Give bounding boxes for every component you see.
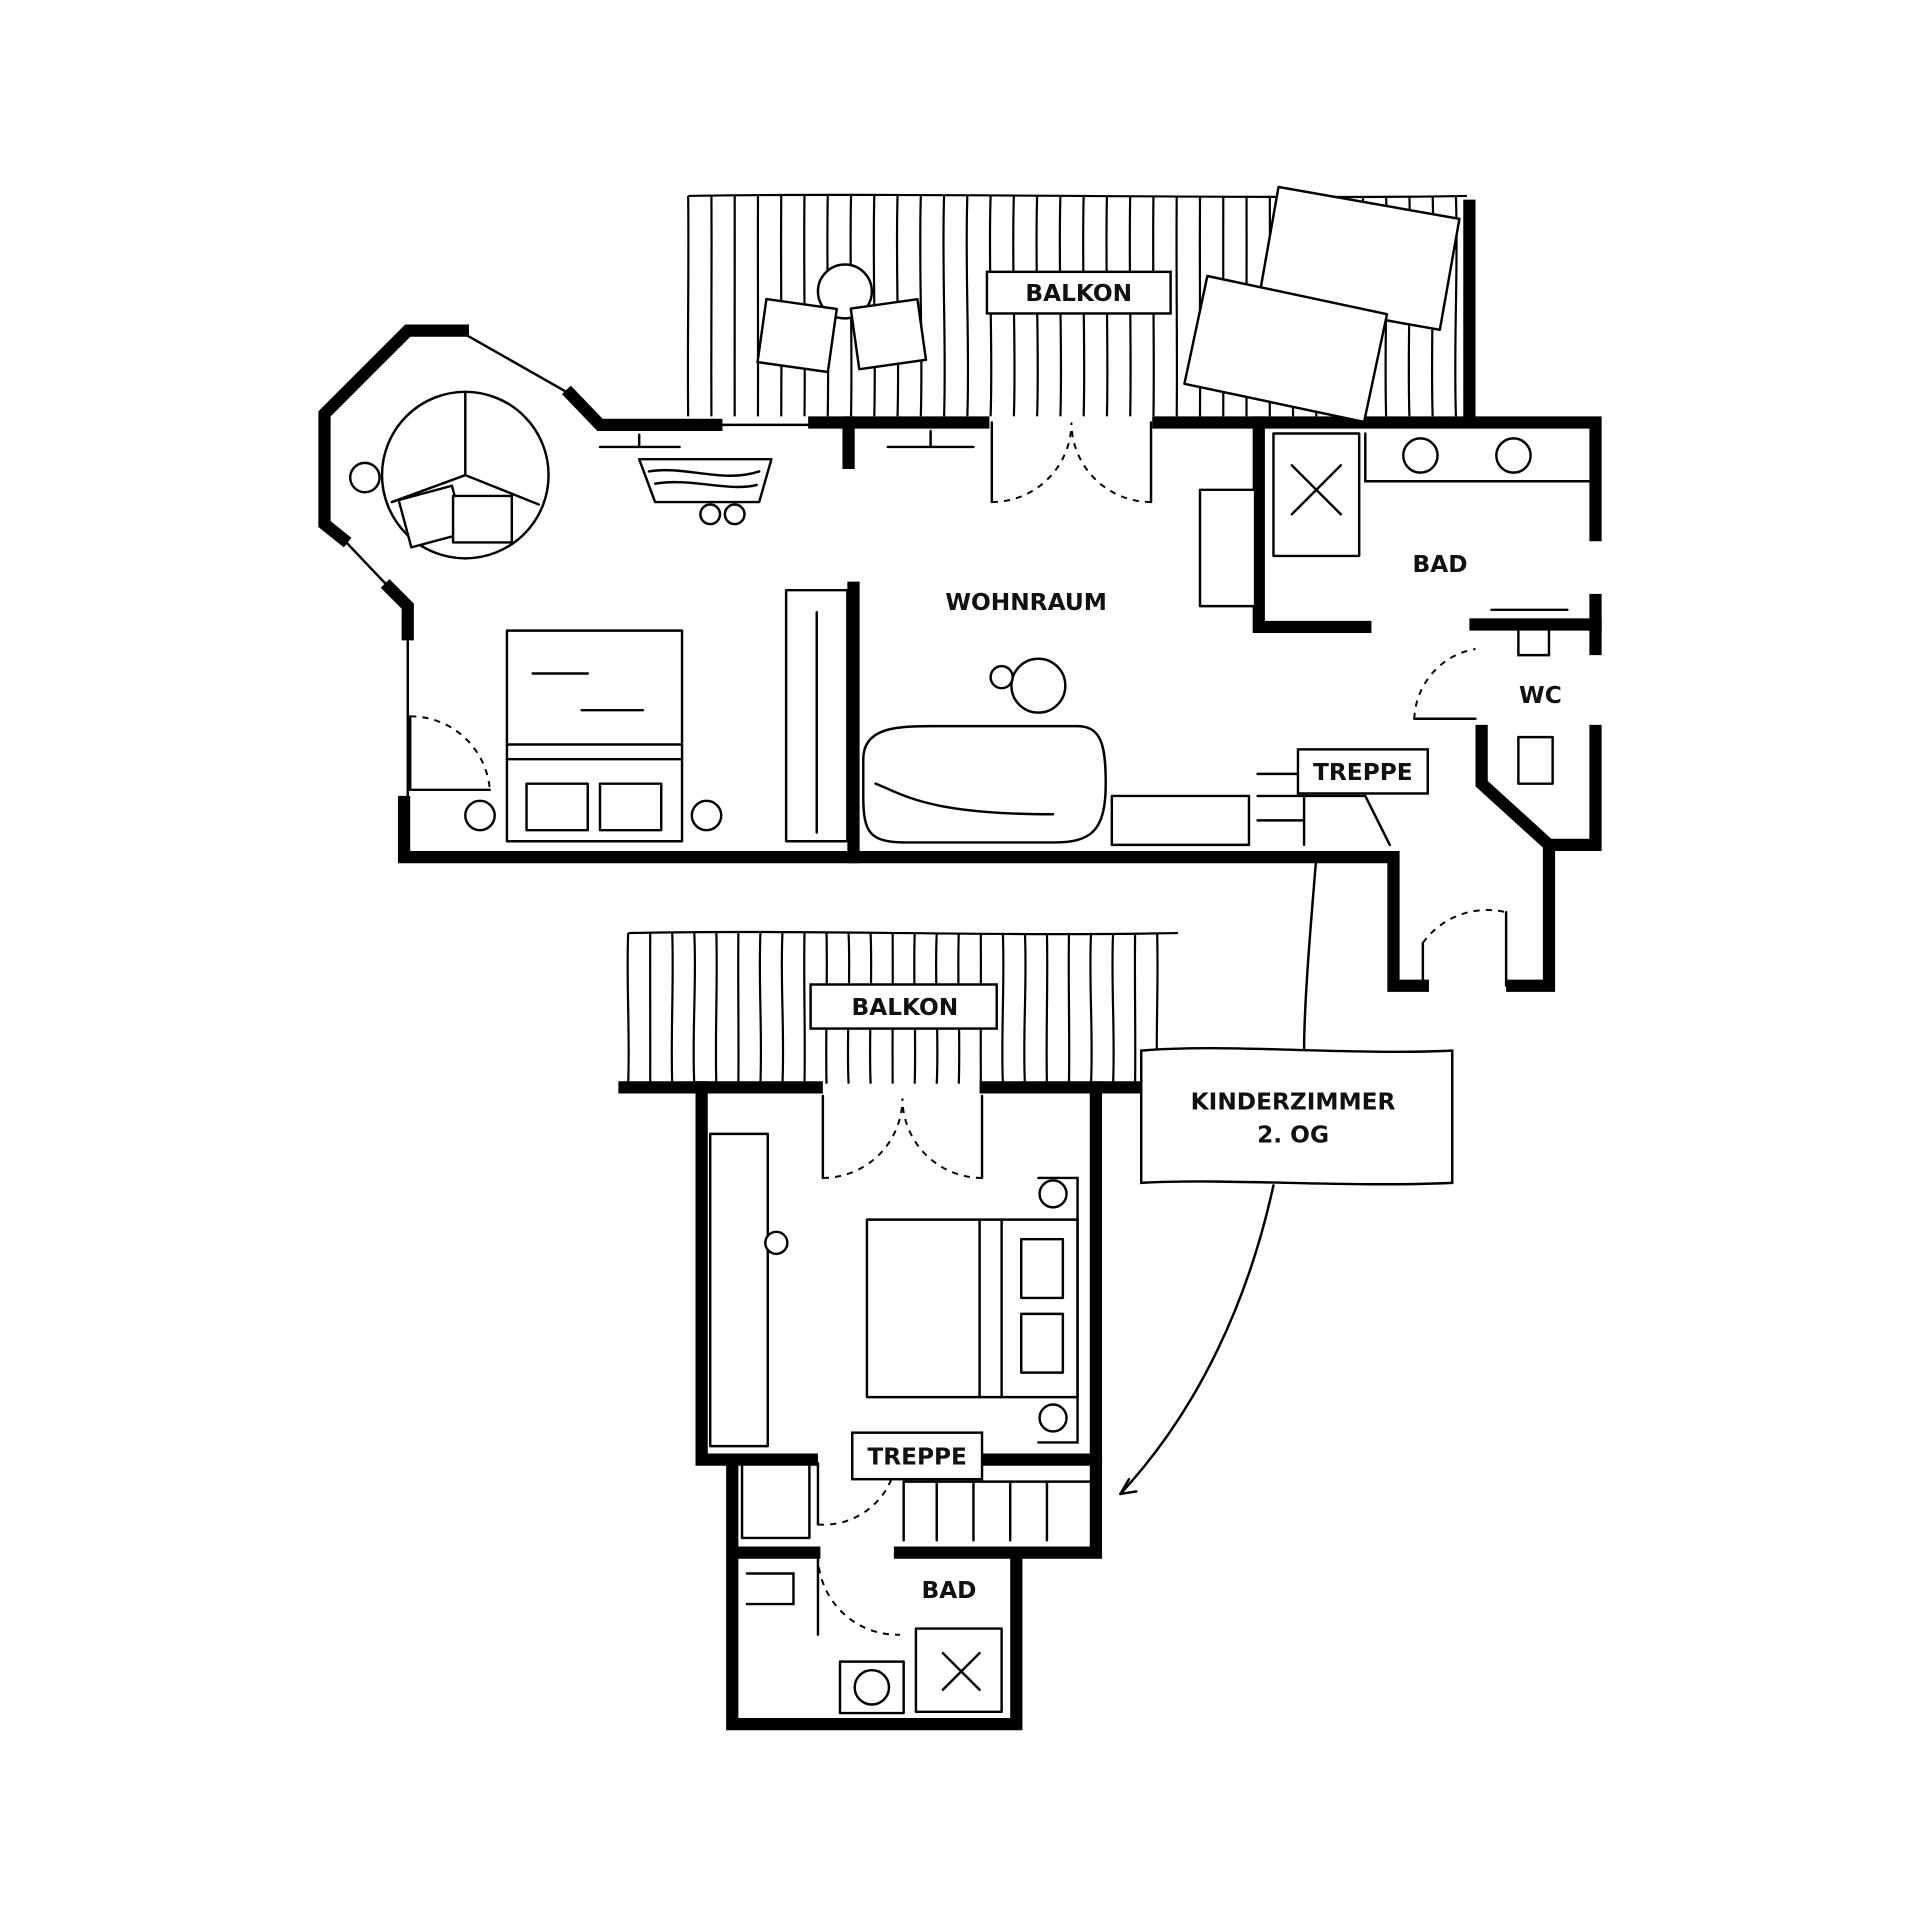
kids-room-callout-floor: 2. OG [1257, 1121, 1329, 1148]
decking-line [1045, 933, 1049, 1084]
double-bed-upper [464, 629, 723, 843]
decking-line [1023, 933, 1027, 1084]
decking-line [1089, 933, 1093, 1084]
decking-line [965, 195, 970, 417]
round-sofa [348, 390, 550, 560]
decking-line [670, 933, 674, 1084]
sideboard [598, 429, 975, 526]
living-room-label: WOHNRAUM [945, 589, 1107, 616]
kids-room-furniture [708, 1132, 1092, 1542]
decking-line [803, 933, 806, 1084]
bath-upper-label: BAD [1412, 551, 1467, 578]
window-lines [341, 331, 816, 804]
callout-leader [1119, 855, 1318, 1496]
kids-room-callout-title: KINDERZIMMER [1191, 1088, 1396, 1115]
lower-stairs-label: TREPPE [867, 1443, 967, 1470]
label-upper-stairs: TREPPE [1296, 748, 1429, 795]
wc-label: WC [1519, 682, 1562, 709]
bath-fixtures-lower [745, 1572, 1003, 1715]
decking-line [714, 933, 718, 1084]
decking-line [942, 195, 946, 417]
decking-line [692, 933, 697, 1084]
decking-line [1111, 933, 1115, 1084]
decking-line [919, 195, 923, 417]
lower-floor-walls [618, 1081, 1145, 1731]
upper-floor-walls [318, 199, 1602, 992]
decking-line [758, 933, 763, 1084]
wardrobe-upper [784, 588, 849, 843]
label-lower-stairs: TREPPE [851, 1431, 984, 1481]
kids-room-callout: KINDERZIMMER 2. OG [1140, 1046, 1454, 1186]
doors [408, 421, 1508, 1636]
bath-lower-label: BAD [921, 1577, 976, 1604]
lower-balcony-label: BALKON [852, 994, 959, 1021]
decking-line [780, 933, 785, 1084]
label-upper-balcony: BALKON [985, 270, 1172, 315]
label-lower-balcony: BALKON [809, 983, 998, 1030]
balcony-lounge-set [756, 185, 1461, 424]
bath-fixtures-upper [1272, 432, 1597, 785]
upper-stairs-label: TREPPE [1313, 759, 1413, 786]
sofa [862, 657, 1107, 844]
decking-line [1001, 933, 1005, 1084]
upper-balcony-label: BALKON [1025, 280, 1132, 307]
decking-line [626, 933, 630, 1084]
